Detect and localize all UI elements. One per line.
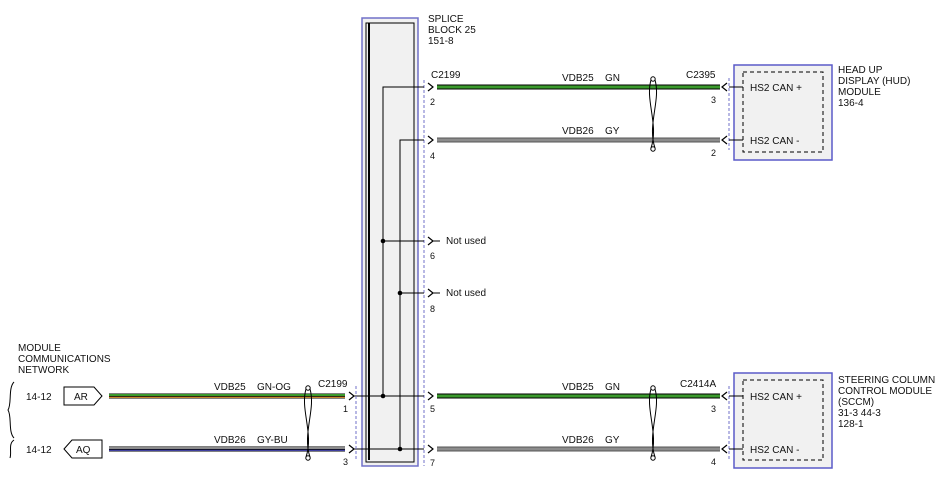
wire-sccm-gy-color: GY [605, 435, 620, 446]
hud-pin-plus-label: HS2 CAN + [750, 83, 802, 94]
sccm-ref-2: 128-1 [838, 419, 864, 430]
wire-sccm-gn-color: GN [605, 382, 620, 393]
not-used-label-8: Not used [446, 288, 486, 299]
wire-net-aq-color: GY-BU [257, 435, 288, 446]
splice-block-outline [361, 17, 419, 467]
wire-net-aq: VDB26 GY-BU [109, 435, 345, 452]
wire-sccm-gn: VDB25 GN [437, 382, 720, 399]
tag-ar: AR [63, 386, 103, 406]
splice-title-2: BLOCK 25 [428, 25, 476, 36]
splice-block-inner [365, 22, 415, 463]
sccm-pin-arrows [721, 391, 728, 454]
network-ref-ar: 14-12 [26, 392, 52, 403]
sccm-title-2: CONTROL MODULE [838, 386, 932, 397]
sccm-pin-plus-num: 3 [711, 404, 716, 414]
sccm-pin-minus-num: 4 [711, 457, 716, 467]
hud-pin-minus-label: HS2 CAN - [750, 136, 799, 147]
hud-pin-plus-num: 3 [711, 95, 716, 105]
splice-pin-4: 4 [430, 151, 435, 161]
network-pin-arrows [348, 391, 355, 454]
wire-sccm-gn-name: VDB25 [562, 382, 594, 393]
splice-pin-8: 8 [430, 304, 435, 314]
sccm-pin-minus-label: HS2 CAN - [750, 445, 799, 456]
network-connector-label: C2199 [318, 379, 348, 390]
wire-net-ar-color: GN-OG [257, 382, 291, 393]
hud-title-3: MODULE [838, 87, 881, 98]
splice-connector-label: C2199 [431, 70, 461, 81]
hud-pin-minus-num: 2 [711, 148, 716, 158]
wire-hud-gy: VDB26 GY [437, 126, 720, 143]
twist-hud [649, 76, 657, 152]
network-brace [7, 381, 15, 439]
wire-hud-gn-name: VDB25 [562, 73, 594, 84]
wire-hud-gn-color: GN [605, 73, 620, 84]
network-title-1: MODULE [18, 343, 61, 354]
splice-title-1: SPLICE [428, 14, 464, 25]
sccm-pin-plus-label: HS2 CAN + [750, 392, 802, 403]
wire-net-ar-name: VDB25 [214, 382, 246, 393]
sccm-title-1: STEERING COLUMN [838, 375, 935, 386]
network-pin-ar: 1 [343, 404, 348, 414]
splice-internal-net-gn [380, 86, 424, 399]
wire-hud-gn: VDB25 GN [437, 73, 720, 90]
wire-net-aq-name: VDB26 [214, 435, 246, 446]
wire-hud-gy-color: GY [605, 126, 620, 137]
hud-pin-arrows [721, 82, 728, 145]
sccm-module-box: HS2 CAN + HS2 CAN - [729, 372, 833, 469]
sccm-title-3: (SCCM) [838, 397, 874, 408]
hud-ref: 136-4 [838, 98, 864, 109]
tag-aq-label: AQ [76, 445, 91, 456]
hud-module-box: HS2 CAN + HS2 CAN - [729, 64, 833, 161]
splice-pin-7: 7 [430, 458, 435, 468]
network-ref-aq: 14-12 [26, 445, 52, 456]
twist-network [304, 385, 312, 461]
wire-sccm-gy-name: VDB26 [562, 435, 594, 446]
hud-title-2: DISPLAY (HUD) [838, 76, 910, 87]
sccm-connector-label: C2414A [680, 379, 716, 390]
hud-connector-label: C2395 [686, 70, 716, 81]
wire-sccm-gy: VDB26 GY [437, 435, 720, 452]
wire-net-ar: VDB25 GN-OG [109, 382, 345, 399]
twist-sccm [649, 385, 657, 461]
network-title-3: NETWORK [18, 365, 69, 376]
splice-pin-5: 5 [430, 404, 435, 414]
splice-ref: 151-8 [428, 36, 454, 47]
splice-pin-6: 6 [430, 251, 435, 261]
not-used-label-6: Not used [446, 236, 486, 247]
network-pin-aq: 3 [343, 457, 348, 467]
tag-ar-label: AR [74, 392, 88, 403]
network-title-2: COMMUNICATIONS [18, 354, 111, 365]
splice-block: SPLICE BLOCK 25 151-8 C2199 [354, 14, 486, 468]
splice-pin-arrows [427, 82, 434, 454]
splice-pin-2: 2 [430, 97, 435, 107]
sccm-ref-1: 31-3 44-3 [838, 408, 881, 419]
splice-internal-net-gy [397, 139, 424, 452]
wire-hud-gy-name: VDB26 [562, 126, 594, 137]
tag-aq: AQ [63, 439, 103, 459]
hud-title-1: HEAD UP [838, 65, 883, 76]
